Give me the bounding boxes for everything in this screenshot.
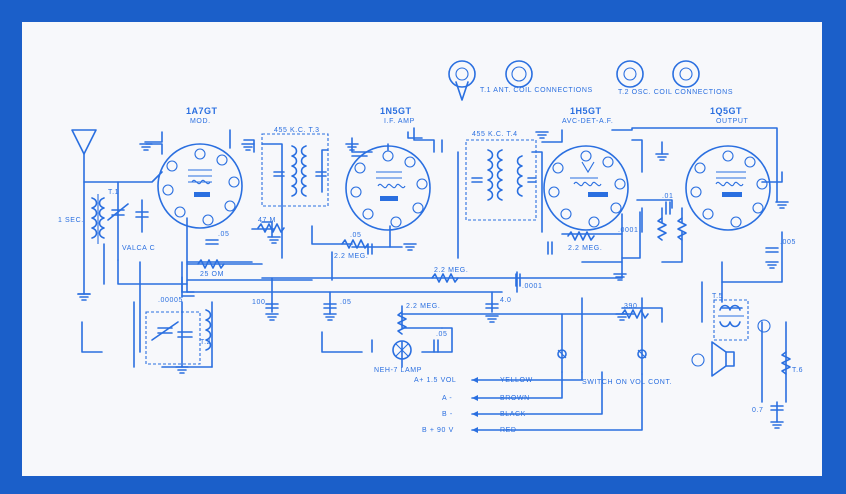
- antenna-coil: [91, 194, 105, 244]
- cap-0001a-label: .0001: [522, 283, 543, 290]
- resistor-22meg-d-label: 2.2 MEG.: [568, 245, 602, 252]
- tube-1a7gt-function: MOD.: [190, 118, 211, 125]
- tube-1q5gt-label: 1Q5GT: [710, 106, 742, 116]
- resistor-22meg-a-label: 2.2 MEG.: [334, 253, 368, 260]
- lead-a-plus-color: YELLOW: [500, 377, 533, 384]
- tube-1a7gt-label: 1A7GT: [186, 106, 218, 116]
- transformer-t5-label: T.5: [712, 293, 723, 300]
- coil-sockets: [448, 60, 700, 101]
- speaker-label: T.6: [792, 367, 803, 374]
- tube-1h5gt-function: AVC-DET-A.F.: [562, 118, 613, 125]
- lead-b-plus-terminal: B + 90 V: [422, 427, 454, 434]
- if-transformer-t4: [465, 139, 537, 221]
- tube-1a7gt: [144, 131, 243, 229]
- variable-capacitor: [107, 181, 149, 261]
- transformer-t4-label: 455 K.C. T.4: [472, 131, 518, 138]
- transformer-t3-label: 455 K.C. T.3: [274, 127, 320, 134]
- osc-coil-label: T.2: [200, 339, 211, 346]
- ground-symbols: [77, 131, 789, 429]
- cap-05c-label: .05: [340, 299, 352, 306]
- tube-1n5gt-label: 1N5GT: [380, 106, 412, 116]
- cap-05a-label: .05: [350, 232, 362, 239]
- lead-b-minus-color: BLACK: [500, 411, 526, 418]
- tube-1q5gt-function: OUTPUT: [716, 118, 748, 125]
- battery-leads: [471, 371, 643, 433]
- cap-005-label: .005: [780, 239, 796, 246]
- resistor-22meg-c-label: 2.2 MEG.: [406, 303, 440, 310]
- switch-label: SWITCH ON VOL CONT.: [582, 379, 672, 386]
- ant-coil-label: T.1: [108, 189, 119, 196]
- switch-contacts: [557, 349, 647, 359]
- cap-05b-label: .05: [218, 231, 230, 238]
- lead-a-plus-terminal: A+ 1.5 VOL: [414, 377, 456, 384]
- antenna-symbol: [71, 129, 97, 295]
- capacitors: [181, 201, 784, 411]
- wiring: [81, 127, 787, 423]
- lead-a-minus-terminal: A -: [442, 395, 452, 402]
- osc-coil-connections-label: T.2 OSC. COIL CONNECTIONS: [618, 89, 733, 96]
- if-transformer-t3: [261, 133, 329, 207]
- cap-1sec-label: 1 SEC.: [58, 217, 84, 224]
- resistor-390-label: 390: [624, 303, 637, 310]
- oscillator-section: [145, 309, 212, 365]
- tube-1h5gt: [543, 145, 629, 231]
- cap-07-label: 0.7: [752, 407, 764, 414]
- resistor-22meg-b-label: 2.2 MEG.: [434, 267, 468, 274]
- cap-0001b-label: .0001: [618, 227, 639, 234]
- tube-1h5gt-label: 1H5GT: [570, 106, 602, 116]
- speaker-icon: [691, 319, 771, 377]
- pilot-lamp: [392, 340, 412, 360]
- schematic-sheet: 1A7GT MOD. 1N5GT I.F. AMP 1H5GT AVC-DET-…: [22, 22, 822, 476]
- cap-05d-label: .05: [436, 331, 448, 338]
- cap-100-label: 100: [252, 299, 265, 306]
- resistor-25om-label: 25 OM: [200, 271, 224, 278]
- tube-1n5gt: [345, 131, 431, 231]
- resistors: [197, 217, 791, 375]
- cap-01-label: .01: [662, 193, 674, 200]
- lead-b-minus-terminal: B -: [442, 411, 453, 418]
- pilot-lamp-label: NEH-7 LAMP: [374, 367, 422, 374]
- tube-1n5gt-function: I.F. AMP: [384, 118, 415, 125]
- resistor-47m-label: 47 M: [258, 217, 276, 224]
- lead-b-plus-color: RED: [500, 427, 517, 434]
- ant-coil-connections-label: T.1 ANT. COIL CONNECTIONS: [480, 87, 593, 94]
- lead-a-minus-color: BROWN: [500, 395, 530, 402]
- cap-00005-label: .00005: [158, 297, 183, 304]
- tube-1q5gt: [685, 145, 771, 231]
- vaca-label: VALCA C: [122, 245, 155, 252]
- cap-40-label: 4.0: [500, 297, 512, 304]
- schematic-diagram: 1A7GT MOD. 1N5GT I.F. AMP 1H5GT AVC-DET-…: [58, 60, 803, 434]
- output-transformer: [713, 299, 749, 341]
